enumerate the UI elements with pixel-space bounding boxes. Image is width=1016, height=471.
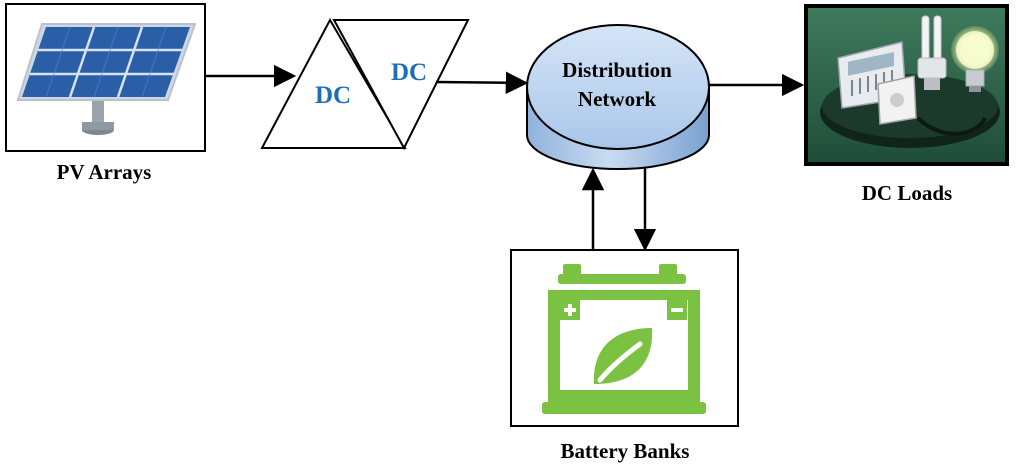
network-label-line2: Network — [578, 87, 656, 111]
connection-arrows — [206, 64, 805, 252]
dc-dc-converter-node: DC DC — [260, 17, 470, 151]
dc-loads-icon — [820, 15, 1000, 148]
battery-banks-label: Battery Banks — [561, 439, 690, 463]
converter-input-label: DC — [315, 82, 351, 109]
distribution-network-node: Distribution Network — [526, 24, 710, 170]
solar-panel-icon — [16, 23, 197, 135]
pv-arrays-node: PV Arrays — [5, 3, 206, 184]
battery-leaf-icon — [542, 264, 706, 414]
arrow-converter-to-network — [435, 71, 529, 95]
dc-loads-node: DC Loads — [804, 4, 1009, 205]
dc-loads-label: DC Loads — [862, 181, 952, 205]
converter-output-triangle — [332, 19, 470, 151]
network-label-line1: Distribution — [562, 58, 672, 82]
battery-banks-node: Battery Banks — [510, 249, 739, 463]
converter-output-label: DC — [391, 59, 427, 86]
pv-arrays-label: PV Arrays — [57, 160, 152, 184]
